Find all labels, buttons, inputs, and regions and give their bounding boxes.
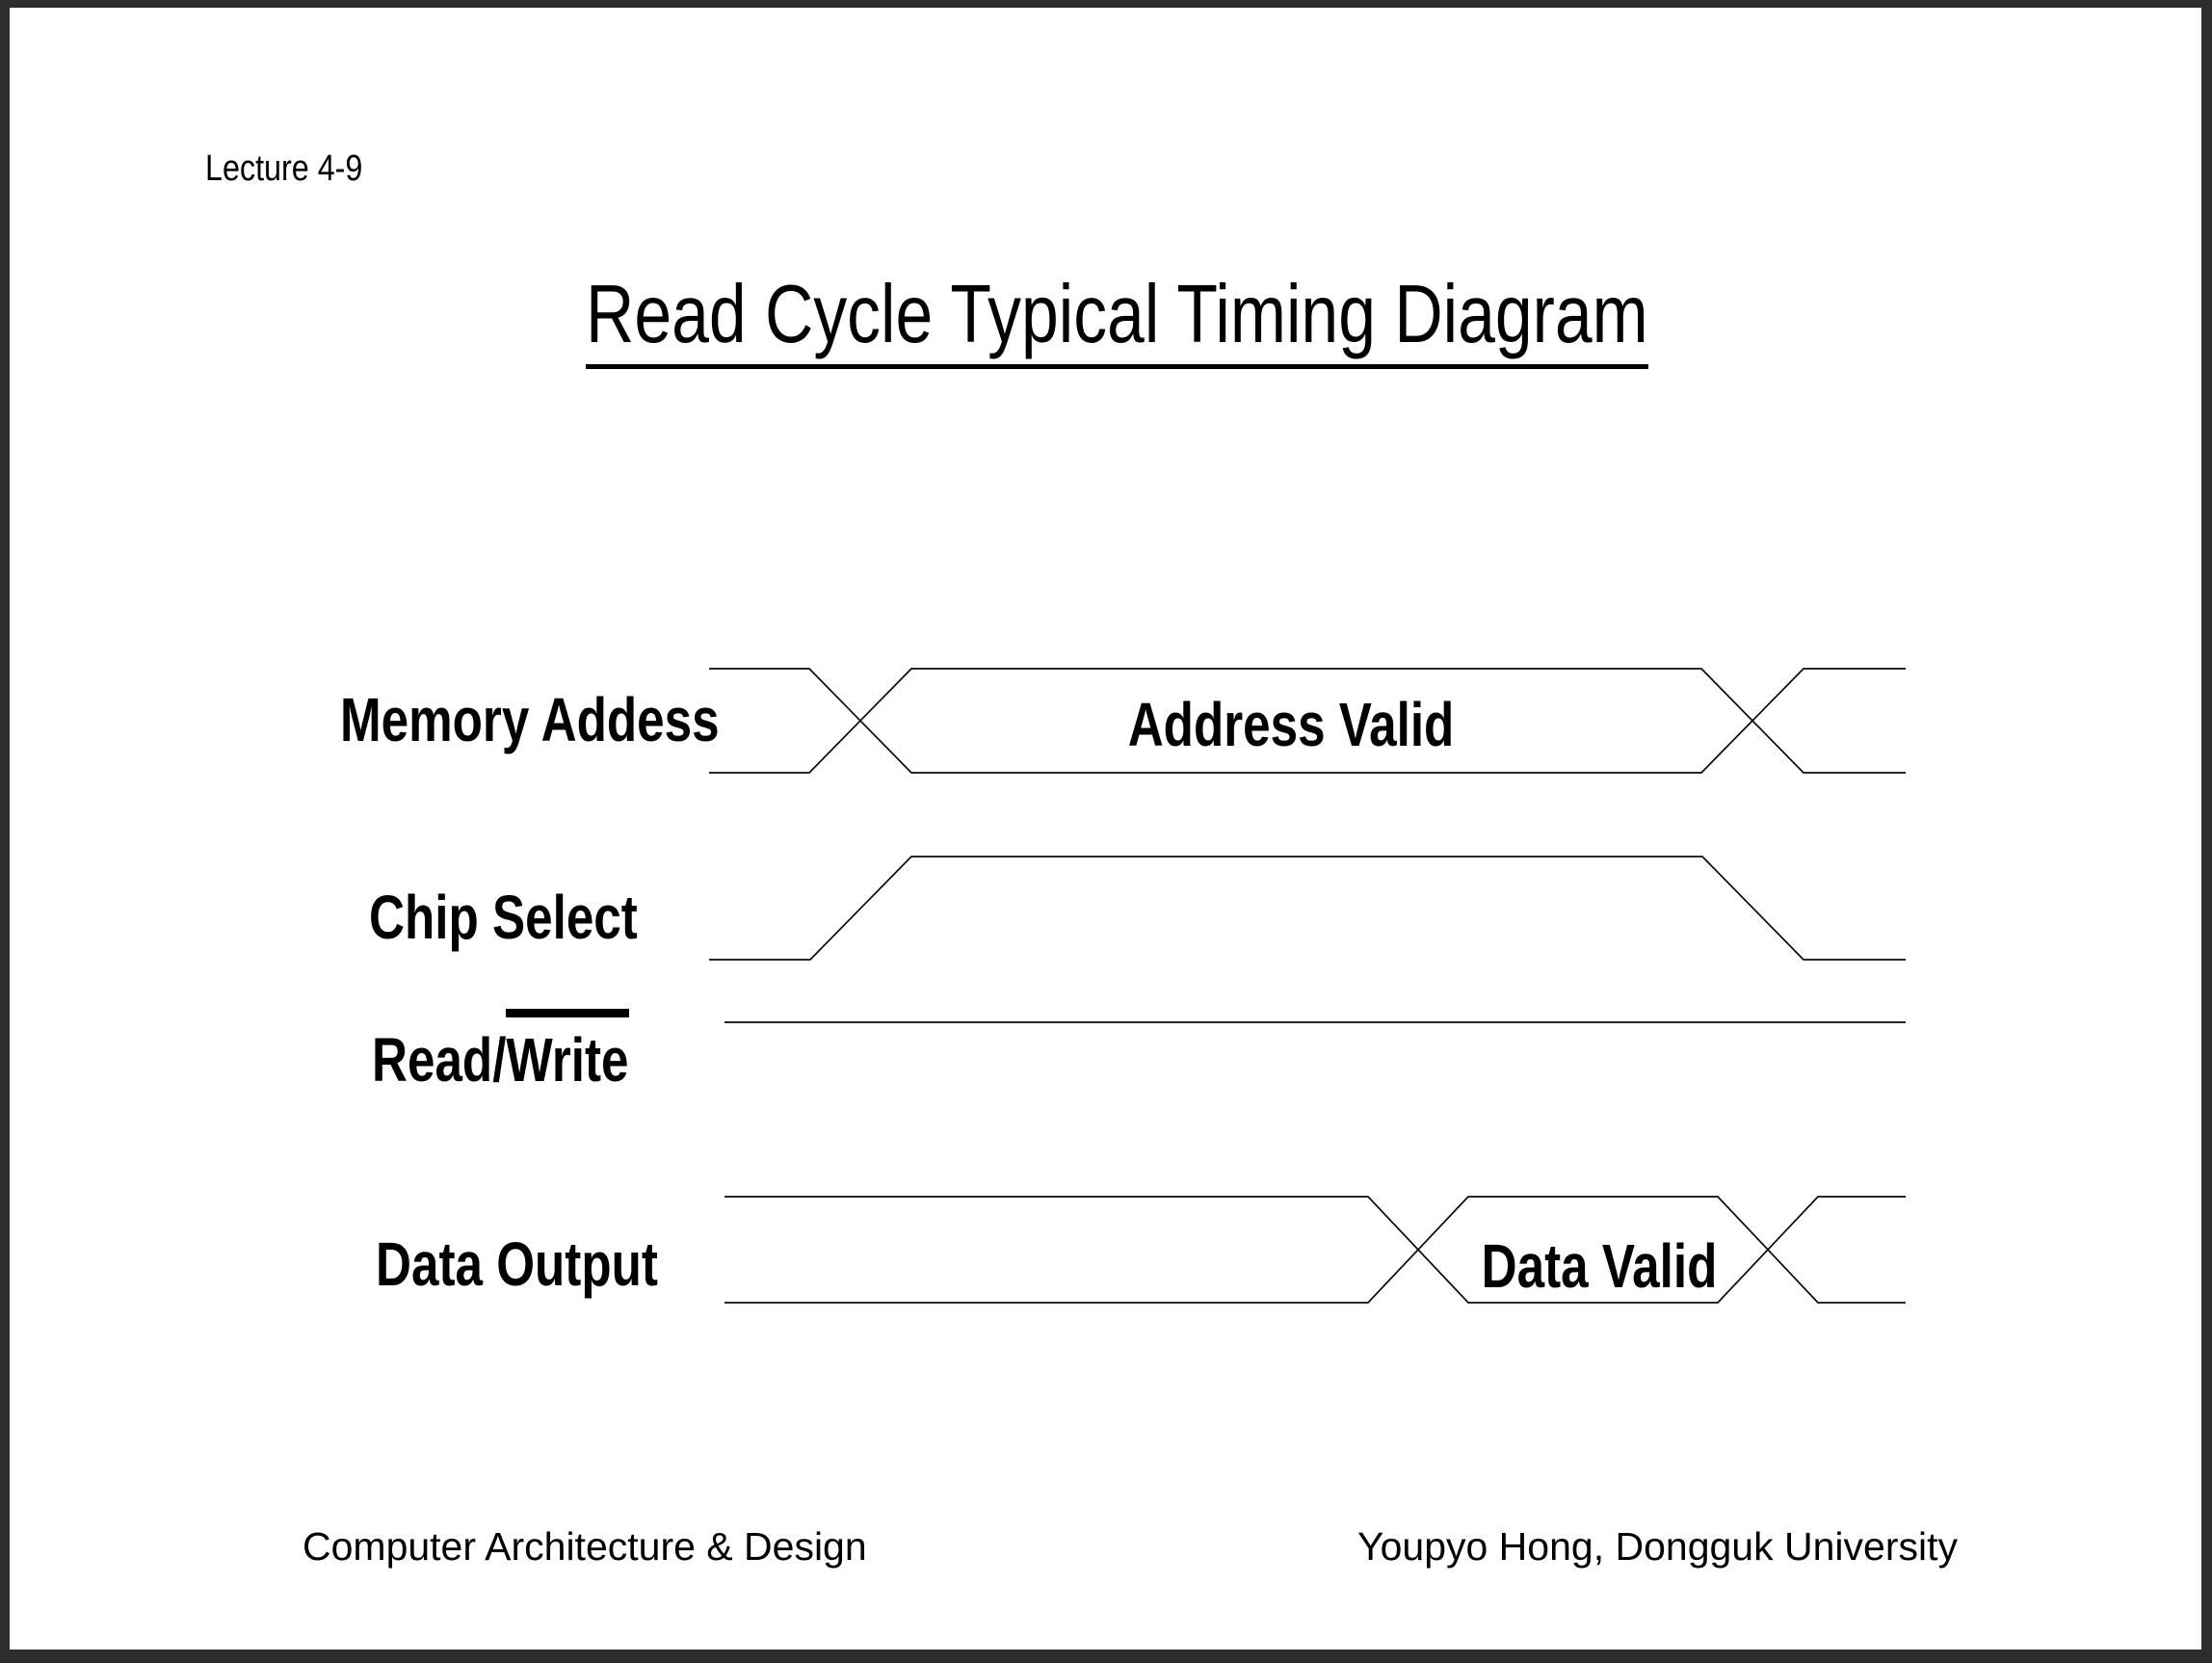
signal-label-read-write: Read/Write <box>372 1025 629 1095</box>
signal-label-data-output: Data Output <box>376 1229 658 1299</box>
signal-label-chip-select: Chip Select <box>369 883 638 952</box>
page-title-text: Read Cycle Typical Timing Diagram <box>586 274 1648 369</box>
memory-address-waveform-upper <box>709 668 1906 774</box>
data-output-waveform-upper <box>724 1196 1906 1304</box>
write-overline-bar <box>506 1009 629 1017</box>
memory-address-waveform-lower <box>709 668 1906 774</box>
chip-select-waveform <box>709 856 1906 961</box>
footer-author: Youpyo Hong, Dongguk University <box>1357 1524 1958 1569</box>
lecture-number-text: Lecture 4-9 <box>205 148 363 189</box>
annotation-address-valid: Address Valid <box>1127 690 1455 759</box>
annotation-data-valid: Data Valid <box>1481 1231 1718 1301</box>
data-output-waveform-lower <box>724 1196 1906 1304</box>
footer-course-name: Computer Architecture & Design <box>303 1524 867 1569</box>
signal-label-memory-address: Memory Addess <box>340 685 720 754</box>
lecture-number: Lecture 4-9 <box>205 150 390 187</box>
page-title: Read Cycle Typical Timing Diagram <box>586 274 1882 369</box>
